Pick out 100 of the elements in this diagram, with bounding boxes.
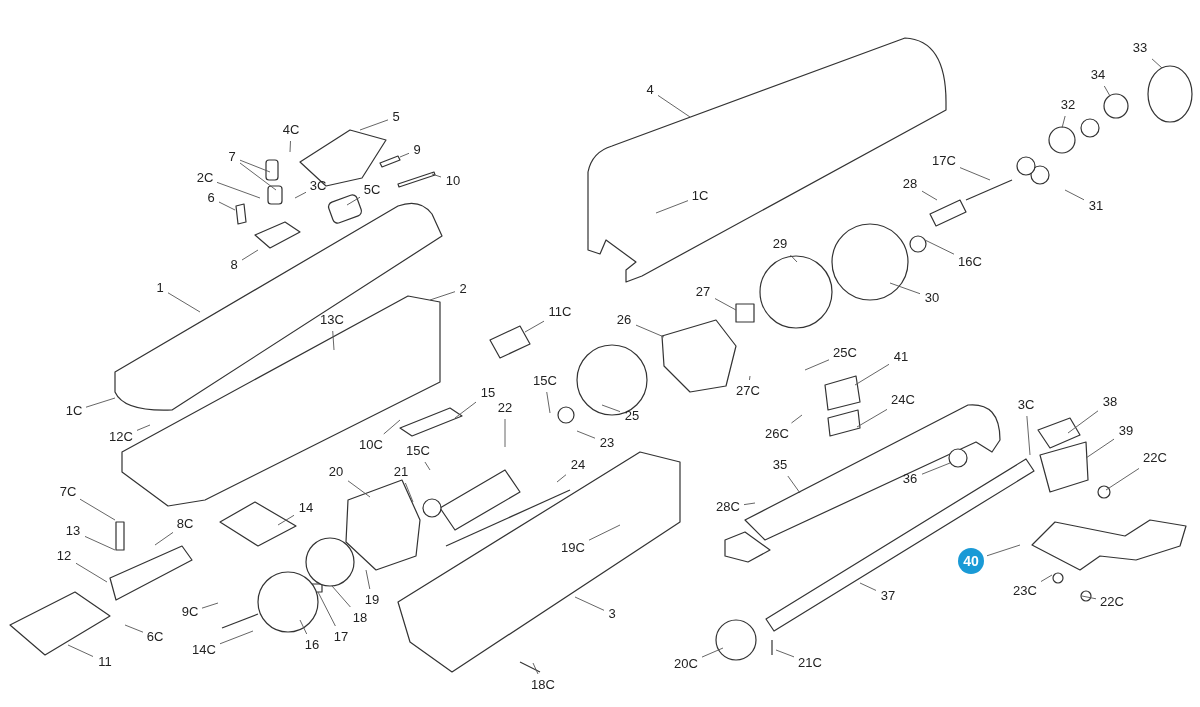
callout-number: 26C bbox=[764, 426, 790, 442]
leader-line bbox=[714, 298, 737, 311]
callout-number: 30 bbox=[923, 290, 941, 306]
leader-line bbox=[791, 414, 803, 424]
callout-number: 10C bbox=[358, 437, 384, 453]
leader-line bbox=[921, 462, 951, 475]
callout-number: 1C bbox=[691, 188, 709, 204]
leader-line bbox=[532, 662, 539, 675]
leader-line bbox=[294, 191, 307, 199]
leader-line bbox=[1064, 189, 1085, 201]
leader-line bbox=[84, 535, 116, 551]
leader-line bbox=[921, 190, 938, 201]
leader-line bbox=[854, 363, 890, 386]
callout-number: 21C bbox=[797, 655, 823, 671]
callout-number: 7 bbox=[227, 149, 237, 165]
callout-number: 17C bbox=[931, 153, 957, 169]
leader-line bbox=[574, 596, 605, 611]
leader-line bbox=[383, 419, 401, 435]
leader-line bbox=[219, 630, 254, 645]
leader-line bbox=[804, 359, 830, 371]
callout-number: 6 bbox=[206, 190, 216, 206]
callout-number: 3C bbox=[1017, 397, 1035, 413]
callout-number: 10 bbox=[444, 173, 462, 189]
leader-line bbox=[1081, 595, 1097, 600]
callout-number: 28C bbox=[715, 499, 741, 515]
callout-number: 11 bbox=[96, 654, 114, 670]
leader-line bbox=[655, 200, 689, 214]
leader-line bbox=[1040, 574, 1053, 582]
leader-line bbox=[136, 424, 151, 431]
callout-number: 29 bbox=[771, 236, 789, 252]
callout-number: 37 bbox=[879, 588, 897, 604]
callout-number: 20C bbox=[673, 656, 699, 672]
leader-line bbox=[657, 94, 691, 118]
callout-number: 19 bbox=[363, 592, 381, 608]
callout-number: 3C bbox=[309, 178, 327, 194]
leader-line bbox=[79, 498, 116, 521]
leader-line bbox=[701, 647, 724, 658]
callout-number: 1C bbox=[65, 403, 83, 419]
leader-line bbox=[1026, 415, 1031, 456]
callout-number: 8 bbox=[229, 257, 239, 273]
callout-number: 16C bbox=[957, 254, 983, 270]
callout-number: 17 bbox=[332, 629, 350, 645]
leader-line bbox=[986, 544, 1021, 557]
callout-number: 31 bbox=[1087, 198, 1105, 214]
leader-line bbox=[424, 461, 431, 471]
callout-number: 4C bbox=[282, 122, 300, 138]
callout-number: 26 bbox=[615, 312, 633, 328]
callout-number: 27C bbox=[735, 383, 761, 399]
callout-number: 2C bbox=[196, 170, 214, 186]
callout-number: 23 bbox=[598, 435, 616, 451]
leader-line bbox=[218, 201, 236, 211]
callout-number: 24C bbox=[890, 392, 916, 408]
leader-line bbox=[775, 649, 795, 658]
leader-line bbox=[347, 480, 371, 498]
leader-line bbox=[856, 408, 888, 428]
callout-number: 35 bbox=[771, 457, 789, 473]
leader-line bbox=[365, 569, 371, 590]
leader-line bbox=[576, 430, 596, 439]
leader-line bbox=[332, 330, 335, 351]
leader-line bbox=[749, 375, 751, 381]
leader-line bbox=[859, 582, 877, 591]
callout-number: 13 bbox=[64, 523, 82, 539]
callout-number: 32 bbox=[1059, 97, 1077, 113]
leader-line bbox=[331, 585, 351, 608]
leader-line bbox=[959, 167, 991, 181]
leader-line bbox=[429, 291, 456, 301]
callout-number: 39 bbox=[1117, 423, 1135, 439]
leader-line bbox=[889, 282, 921, 295]
leader-line bbox=[1103, 85, 1111, 97]
callout-number: 33 bbox=[1131, 40, 1149, 56]
callout-number: 27 bbox=[694, 284, 712, 300]
callout-number: 25 bbox=[623, 408, 641, 424]
leader-line bbox=[277, 514, 295, 526]
callout-number: 15C bbox=[532, 373, 558, 389]
callout-number: 24 bbox=[569, 457, 587, 473]
callout-number: 5C bbox=[363, 182, 381, 198]
leader-line bbox=[1085, 438, 1115, 459]
leader-line bbox=[216, 181, 261, 199]
callout-number: 34 bbox=[1089, 67, 1107, 83]
leader-line bbox=[635, 324, 665, 338]
leader-line bbox=[924, 239, 955, 255]
callout-number: 5 bbox=[391, 109, 401, 125]
leader-line bbox=[85, 397, 116, 408]
callout-number: 19C bbox=[560, 540, 586, 556]
callout-number: 25C bbox=[832, 345, 858, 361]
leader-line bbox=[124, 624, 144, 633]
callout-number: 15C bbox=[405, 443, 431, 459]
callout-number: 13C bbox=[319, 312, 345, 328]
callout-number: 6C bbox=[146, 629, 164, 645]
callout-badge: 40 bbox=[958, 548, 984, 574]
callout-number: 22C bbox=[1099, 594, 1125, 610]
callout-number: 12C bbox=[108, 429, 134, 445]
leader-line bbox=[67, 644, 94, 657]
callout-number: 14C bbox=[191, 642, 217, 658]
callout-number: 7C bbox=[59, 484, 77, 500]
leader-line bbox=[546, 391, 551, 414]
callout-number: 18 bbox=[351, 610, 369, 626]
callout-number: 14 bbox=[297, 500, 315, 516]
callout-number: 38 bbox=[1101, 394, 1119, 410]
leader-line bbox=[789, 254, 798, 263]
